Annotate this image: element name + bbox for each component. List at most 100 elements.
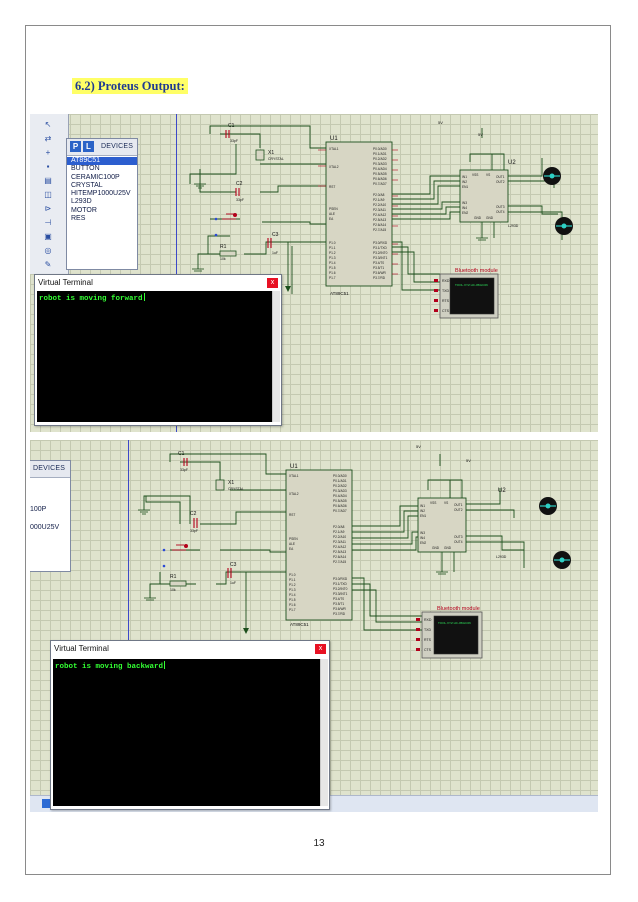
svg-text:L293D: L293D <box>508 224 519 228</box>
proteus-screenshot-forward: ↖ ⇄ + ▪ ▤ ◫ ⊳ ⊣ ▣ ◎ ✎ P L DEVICES AT89C5… <box>30 114 598 432</box>
terminal-icon[interactable]: ⊳ <box>44 204 52 213</box>
svg-text:RST: RST <box>289 513 295 517</box>
svg-text:33pF: 33pF <box>236 198 244 202</box>
device-item[interactable]: 100P <box>30 506 47 513</box>
svg-text:U2: U2 <box>508 160 516 166</box>
pin-icon[interactable]: ⊣ <box>44 218 52 227</box>
svg-text:10k: 10k <box>170 588 176 592</box>
mcu-part: AT89C51 <box>330 291 349 296</box>
device-item[interactable]: AT89C51 <box>67 157 137 166</box>
text-script-icon[interactable]: ▤ <box>44 176 52 185</box>
svg-text:P0.5/AD5: P0.5/AD5 <box>333 499 347 503</box>
devices-title: DEVICES <box>33 465 66 472</box>
svg-text:33pF: 33pF <box>190 529 198 533</box>
bus-icon[interactable]: ◫ <box>44 190 52 199</box>
svg-text:P1.0: P1.0 <box>329 241 336 245</box>
device-item[interactable]: L293D <box>71 198 92 206</box>
terminal-scrollbar[interactable] <box>320 659 328 806</box>
devices-title: DEVICES <box>101 143 134 150</box>
svg-text:5V: 5V <box>416 444 421 449</box>
svg-text:XTAL2: XTAL2 <box>289 492 299 496</box>
svg-text:P3.2/INT0: P3.2/INT0 <box>333 587 348 591</box>
section-heading: 6.2) Proteus Output: <box>72 78 188 94</box>
svg-text:P0.6/AD6: P0.6/AD6 <box>333 504 347 508</box>
svg-text:5V: 5V <box>466 458 471 463</box>
svg-text:XTAL2: XTAL2 <box>329 165 339 169</box>
probe-icon[interactable]: ✎ <box>44 260 52 269</box>
svg-text:VSS: VSS <box>430 501 436 505</box>
svg-text:TXD: TXD <box>442 289 449 293</box>
svg-text:P2.5/A13: P2.5/A13 <box>373 218 386 222</box>
svg-text:OUT1: OUT1 <box>454 503 463 507</box>
device-item[interactable]: HITEMP1000U25V <box>71 190 131 198</box>
library-button[interactable]: L <box>83 141 94 152</box>
svg-text:P2.5/A13: P2.5/A13 <box>333 550 346 554</box>
crystal <box>255 149 265 161</box>
selection-mode-icon[interactable]: ↖ <box>44 120 52 129</box>
generator-icon[interactable]: ◎ <box>44 246 52 255</box>
svg-text:PSEN: PSEN <box>289 537 298 541</box>
device-item[interactable]: CERAMIC100P <box>71 173 120 181</box>
svg-text:VS: VS <box>444 501 448 505</box>
pick-devices-button[interactable]: P <box>70 141 81 152</box>
svg-text:P1.4: P1.4 <box>329 261 336 265</box>
proteus-screenshot-backward: DEVICES 100P 000U25V <box>30 440 598 812</box>
crystal <box>215 479 225 491</box>
svg-text:EN2: EN2 <box>462 211 468 215</box>
close-icon[interactable]: x <box>315 644 326 654</box>
svg-text:P2.2/A10: P2.2/A10 <box>373 203 386 207</box>
svg-text:P3.2/INT0: P3.2/INT0 <box>373 251 388 255</box>
svg-text:P3.3/INT1: P3.3/INT1 <box>373 256 388 260</box>
terminal-screen[interactable]: robot is moving backward <box>53 659 320 806</box>
virtual-terminal-window[interactable]: Virtual Terminal x robot is moving forwa… <box>34 274 282 426</box>
svg-text:GND: GND <box>474 216 482 220</box>
svg-text:ALE: ALE <box>289 542 295 546</box>
svg-text:EN2: EN2 <box>420 541 426 545</box>
svg-text:CTS: CTS <box>424 648 432 652</box>
close-icon[interactable]: x <box>267 278 278 288</box>
svg-text:IN4: IN4 <box>462 206 467 210</box>
device-item[interactable]: CRYSTAL <box>71 181 103 189</box>
svg-text:OUT4: OUT4 <box>454 540 463 544</box>
svg-text:L293D: L293D <box>496 555 507 559</box>
svg-text:OUT2: OUT2 <box>454 508 463 512</box>
svg-text:RTS: RTS <box>424 638 432 642</box>
svg-text:TOOL.XYZ HC-05/HC06: TOOL.XYZ HC-05/HC06 <box>455 283 488 287</box>
virtual-terminal-window[interactable]: Virtual Terminal x robot is moving backw… <box>50 640 330 810</box>
device-item[interactable]: MOTOR <box>71 206 97 214</box>
svg-text:P1.7: P1.7 <box>329 276 336 280</box>
component-mode-icon[interactable]: ⇄ <box>44 134 52 143</box>
svg-text:5V: 5V <box>478 132 483 137</box>
svg-text:P2.6/A14: P2.6/A14 <box>373 223 386 227</box>
svg-text:P2.6/A14: P2.6/A14 <box>333 555 346 559</box>
svg-text:P3.4/T0: P3.4/T0 <box>373 261 384 265</box>
devices-header: P L DEVICES <box>67 139 137 156</box>
devices-panel-cropped: DEVICES 100P 000U25V <box>30 460 71 572</box>
svg-text:P2.4/A12: P2.4/A12 <box>373 213 386 217</box>
svg-text:VS: VS <box>486 173 490 177</box>
svg-text:1uF: 1uF <box>230 581 236 585</box>
svg-text:P0.4/AD4: P0.4/AD4 <box>373 167 387 171</box>
mcu-label: U1 <box>330 136 338 142</box>
svg-text:TXD: TXD <box>424 628 431 632</box>
svg-text:IN1: IN1 <box>420 504 425 508</box>
device-item[interactable]: RES <box>71 215 86 223</box>
terminal-screen[interactable]: robot is moving forward <box>37 291 272 422</box>
terminal-scrollbar[interactable] <box>272 291 280 422</box>
svg-text:CRYSTAL: CRYSTAL <box>228 487 244 491</box>
svg-text:IN1: IN1 <box>462 175 467 179</box>
svg-text:P3.7/RD: P3.7/RD <box>373 276 386 280</box>
device-item[interactable]: 000U25V <box>30 524 60 531</box>
junction-icon[interactable]: + <box>45 148 51 157</box>
windows-start-icon[interactable] <box>42 799 51 808</box>
svg-text:P3.4/T0: P3.4/T0 <box>333 597 344 601</box>
graph-icon[interactable]: ▣ <box>44 232 52 241</box>
svg-text:P2.2/A10: P2.2/A10 <box>333 535 346 539</box>
svg-text:XTAL1: XTAL1 <box>329 147 339 151</box>
motor-driver-chip <box>417 497 467 553</box>
wire-label-icon[interactable]: ▪ <box>46 162 50 171</box>
device-item[interactable]: BUTTON <box>71 165 100 173</box>
svg-text:P2.7/A15: P2.7/A15 <box>333 560 346 564</box>
svg-text:P1.5: P1.5 <box>289 598 296 602</box>
svg-text:RXD: RXD <box>442 279 450 283</box>
